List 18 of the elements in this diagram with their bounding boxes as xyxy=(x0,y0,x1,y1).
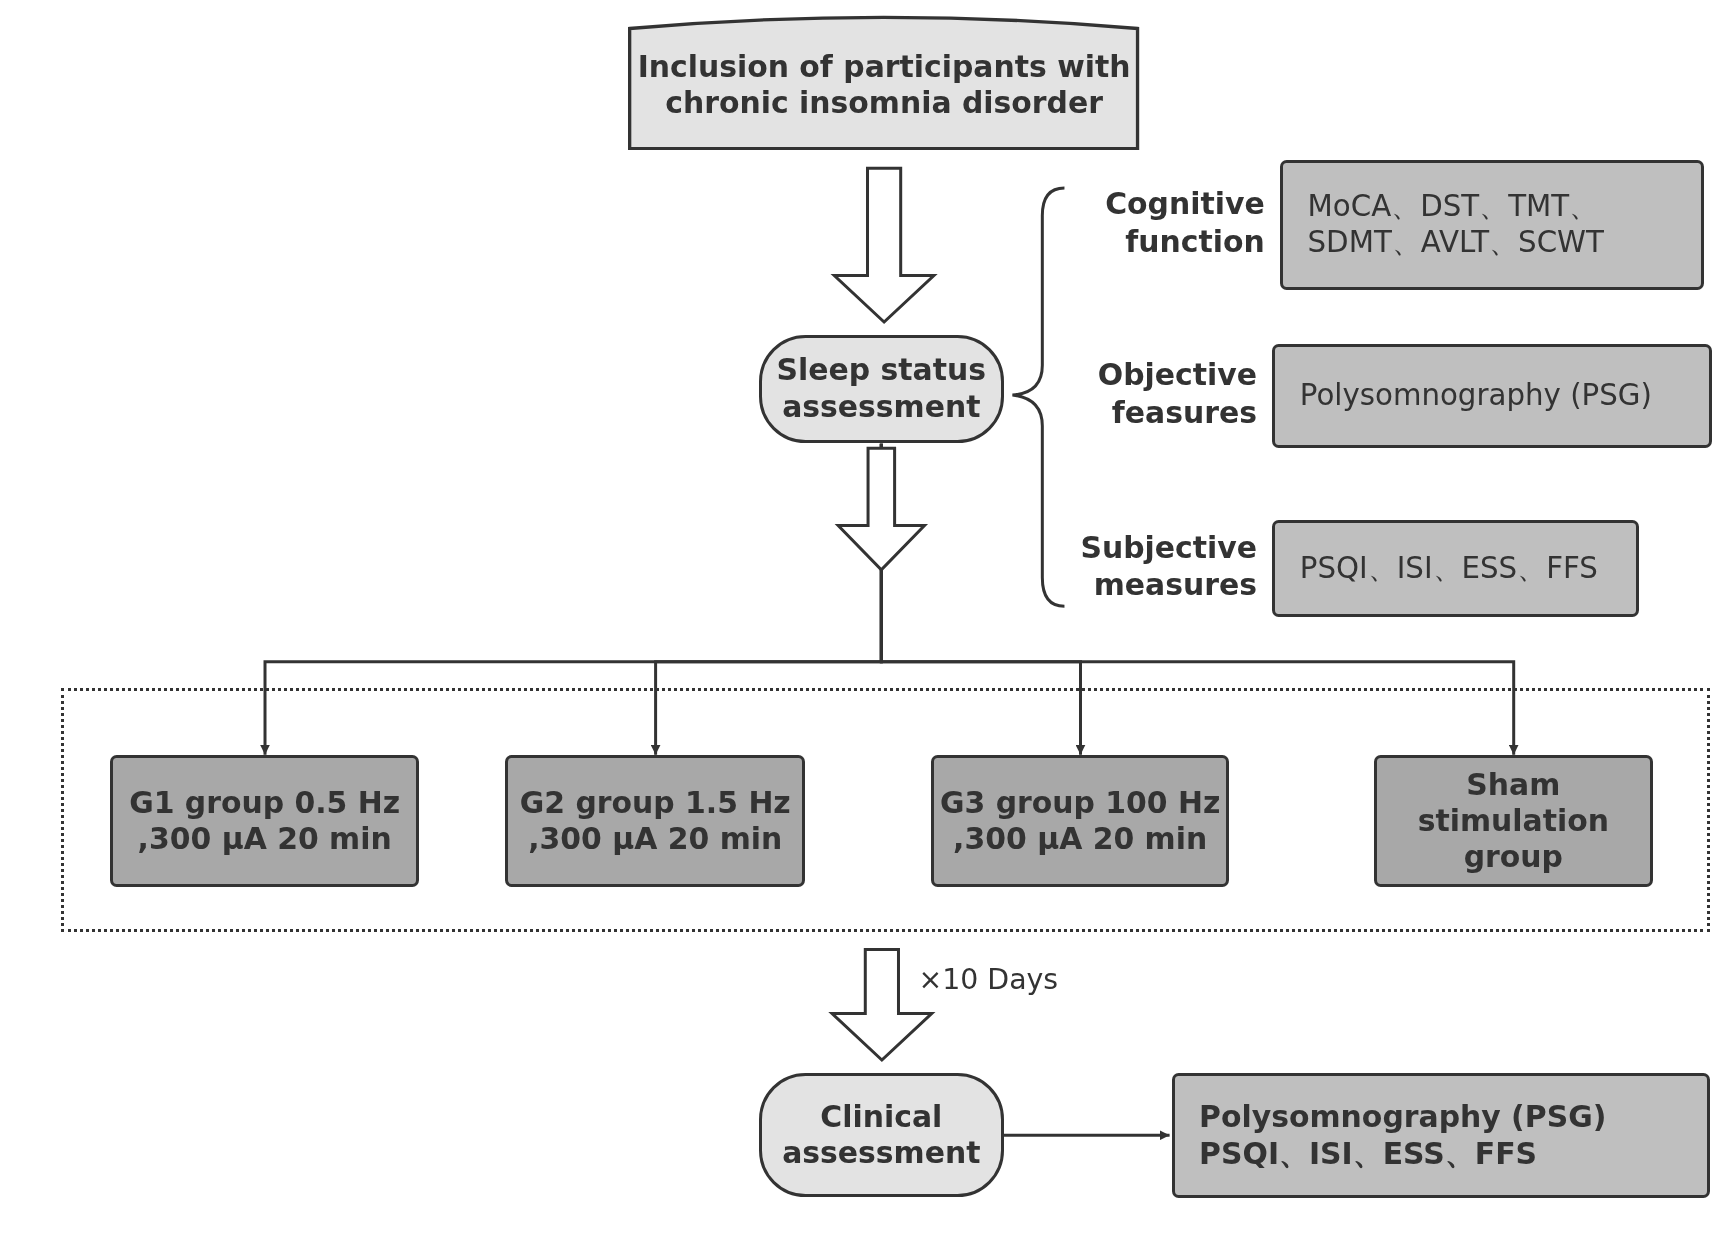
group-box: G3 group 100 Hz ,300 μA 20 min xyxy=(931,755,1229,888)
measure-heading: Objective feasures xyxy=(1096,356,1257,431)
measure-heading: Cognitive function xyxy=(1104,185,1265,260)
measure-box: PSQI、ISI、ESS、FFS xyxy=(1272,520,1639,618)
block-arrow xyxy=(828,947,936,1063)
process-box: Inclusion of participants with chronic insomnia disorder xyxy=(628,13,1140,151)
assessment-box: Sleep status assessment xyxy=(759,335,1004,443)
measure-box: Polysomnography (PSG) xyxy=(1272,344,1712,449)
block-arrow xyxy=(830,166,938,325)
assessment-box: Clinical assessment xyxy=(759,1073,1004,1198)
dashed-group-frame xyxy=(60,688,1710,932)
arrow xyxy=(1003,1130,1170,1141)
group-box: G1 group 0.5 Hz ,300 μA 20 min xyxy=(110,755,419,888)
measure-heading: Subjective measures xyxy=(1079,528,1257,604)
measure-box: MoCA、DST、TMT、 SDMT、AVLT、SCWT xyxy=(1280,160,1704,290)
group-box: G2 group 1.5 Hz ,300 μA 20 min xyxy=(505,755,806,888)
group-box: Sham stimulation group xyxy=(1373,755,1653,888)
result-box: Polysomnography (PSG) PSQI、ISI、ESS、FFS xyxy=(1171,1073,1710,1199)
